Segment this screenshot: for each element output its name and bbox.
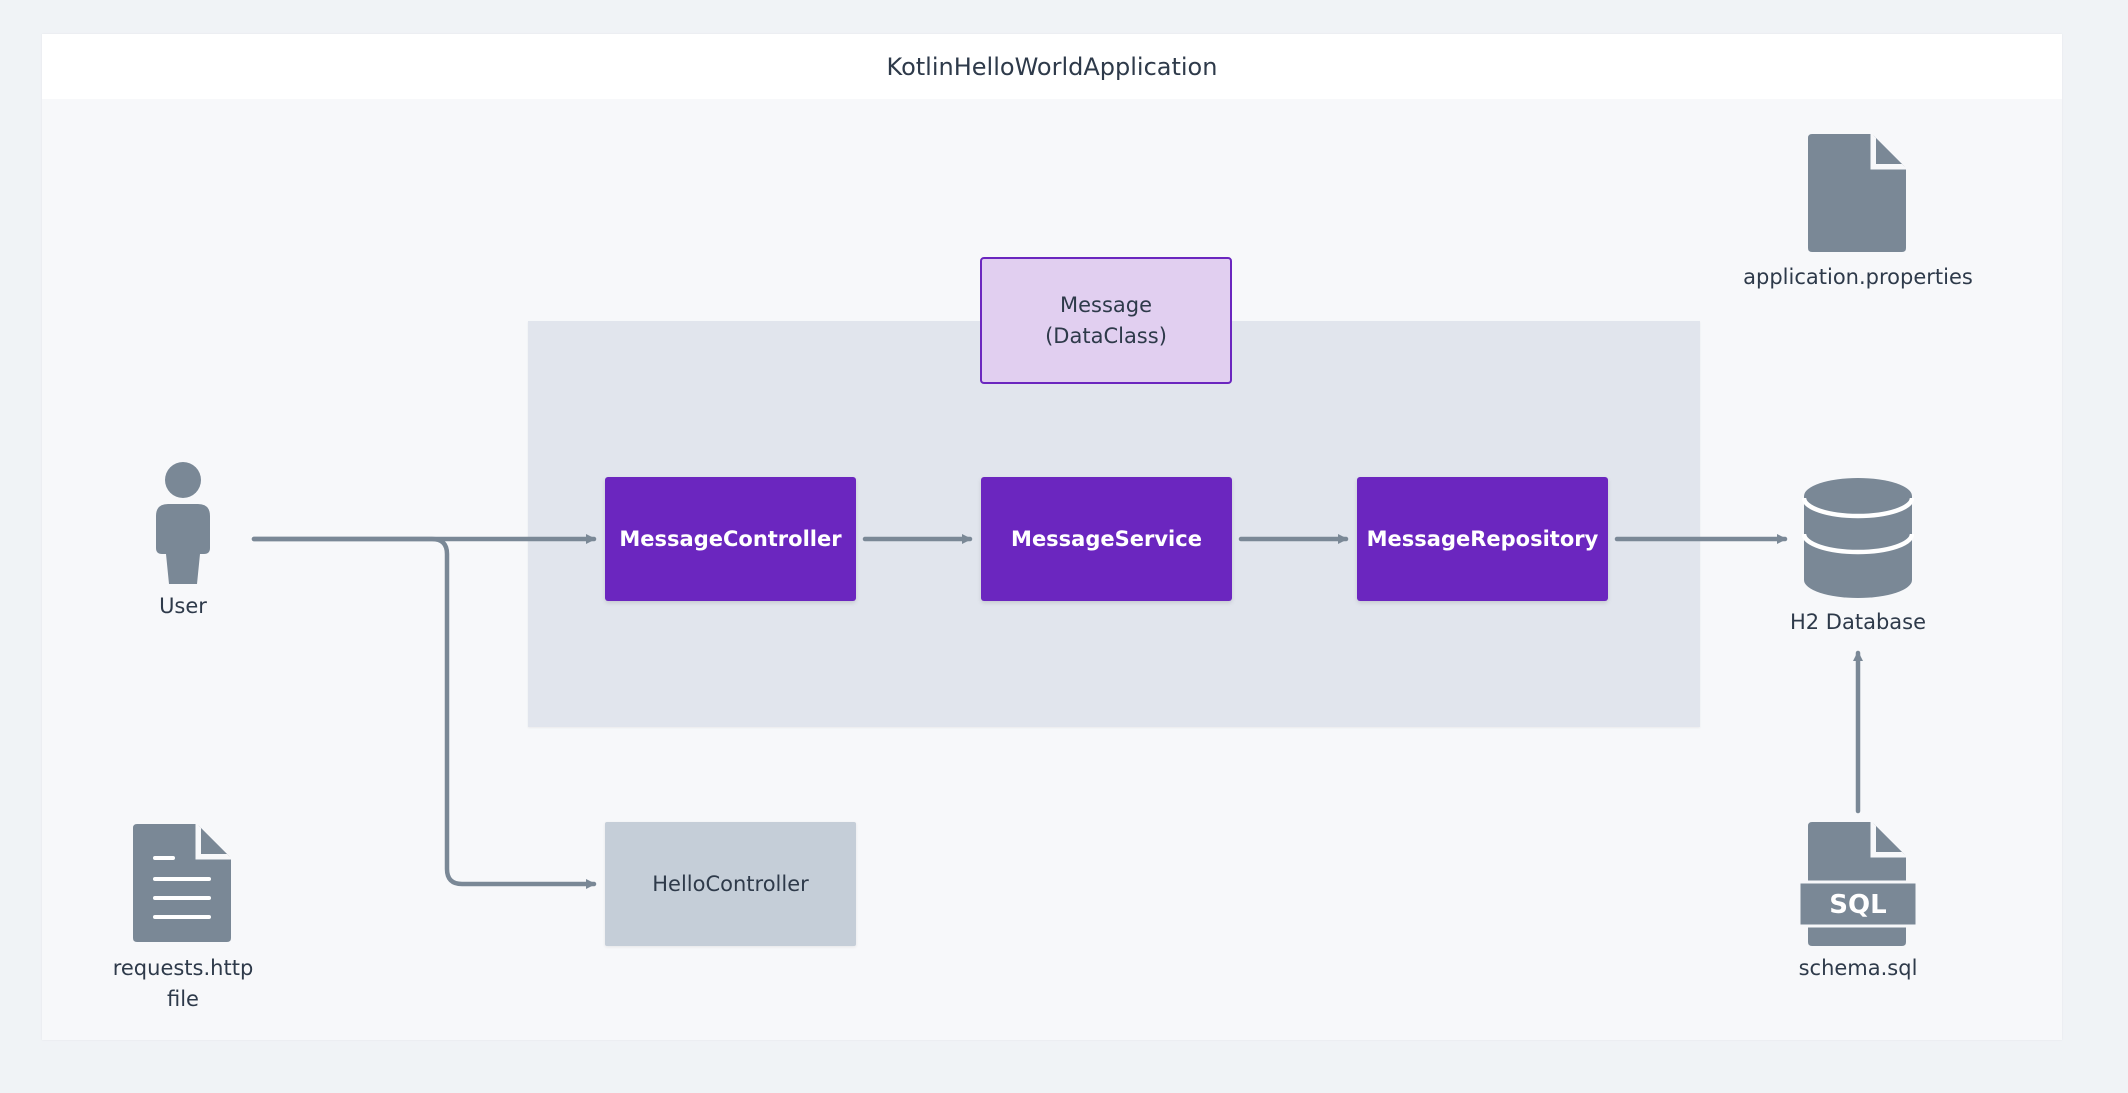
- message-controller-node: MessageController: [605, 477, 856, 601]
- requests-label-line1: requests.http: [112, 956, 254, 980]
- sql-badge-text: SQL: [1829, 890, 1886, 920]
- requests-label-line2: file: [167, 987, 199, 1011]
- sql-file-icon: SQL: [1799, 822, 1919, 946]
- message-repository-node: MessageRepository: [1357, 477, 1608, 601]
- file-icon: [1808, 134, 1906, 252]
- schema-label: schema.sql: [1798, 956, 1918, 980]
- properties-label: application.properties: [1743, 265, 1973, 289]
- diagram-title: KotlinHelloWorldApplication: [42, 34, 2062, 99]
- requests-label: requests.http file: [90, 953, 276, 1015]
- hello-controller-node: HelloController: [605, 822, 856, 946]
- message-node-title: Message: [1059, 292, 1153, 317]
- user-label: User: [159, 594, 207, 618]
- database-label: H2 Database: [1789, 610, 1927, 634]
- database-icon: [1802, 478, 1914, 598]
- message-dataclass-node: Message (DataClass): [980, 257, 1232, 384]
- message-node-subtitle: (DataClass): [1045, 323, 1167, 348]
- message-service-node: MessageService: [981, 477, 1232, 601]
- document-icon: [133, 824, 231, 942]
- arrow-user-to-hello: [251, 536, 597, 889]
- user-icon: [156, 462, 210, 584]
